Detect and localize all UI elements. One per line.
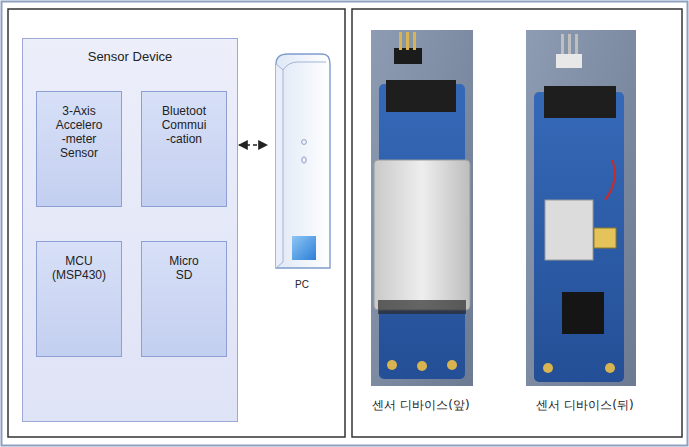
component-label: MCU (MSP430) (50, 254, 108, 282)
circuit-board (534, 92, 624, 382)
connector (386, 80, 456, 112)
battery-lead (378, 300, 466, 314)
pc-label: PC (268, 279, 336, 290)
photo-caption: 센서 디바이스(앞) (346, 397, 496, 414)
pin-header (556, 54, 582, 68)
pc-led (302, 157, 306, 163)
pin (568, 34, 571, 54)
pc-body (276, 54, 330, 268)
component-box: Micro SD (141, 241, 227, 357)
battery (374, 160, 470, 310)
photo-background (371, 30, 473, 386)
component-box: 3-Axis Accelero -meter Sensor (36, 91, 122, 207)
mcu-chip (562, 292, 604, 334)
device-photo-back (526, 30, 636, 386)
photo-background (526, 30, 636, 386)
pc-panel (292, 236, 316, 260)
solder-pad (417, 361, 427, 371)
pin (406, 32, 409, 50)
pc-icon: PC (268, 50, 336, 294)
device-group-box: Sensor Device 3-Axis Accelero -meter Sens… (22, 38, 238, 422)
component-label: Bluetoot Commui -cation (159, 104, 209, 146)
left-panel (8, 9, 345, 437)
group-title: Sensor Device (23, 39, 237, 64)
dashed-link-arrow (239, 144, 267, 145)
pin-header (394, 48, 422, 64)
usb-connector (594, 228, 616, 248)
microsd-slot (545, 200, 593, 260)
connector (544, 86, 616, 118)
component-box: MCU (MSP430) (36, 241, 122, 357)
pin (413, 32, 416, 50)
device-photo-front (371, 30, 473, 386)
pc-side (276, 64, 283, 268)
component-label: 3-Axis Accelero -meter Sensor (54, 104, 104, 160)
pin (399, 32, 402, 50)
pin (575, 34, 578, 54)
solder-pad (447, 360, 457, 370)
component-label: Micro SD (164, 254, 204, 282)
pin (561, 34, 564, 54)
pc-top (283, 62, 326, 70)
pc-outline (268, 50, 336, 294)
component-box: Bluetoot Commui -cation (141, 91, 227, 207)
solder-pad (543, 363, 553, 373)
pc-button (302, 140, 307, 145)
solder-pad (387, 360, 397, 370)
wire (605, 160, 615, 200)
photo-caption: 센서 디바이스(뒤) (510, 397, 660, 414)
solder-pad (605, 363, 615, 373)
right-panel (352, 9, 682, 437)
